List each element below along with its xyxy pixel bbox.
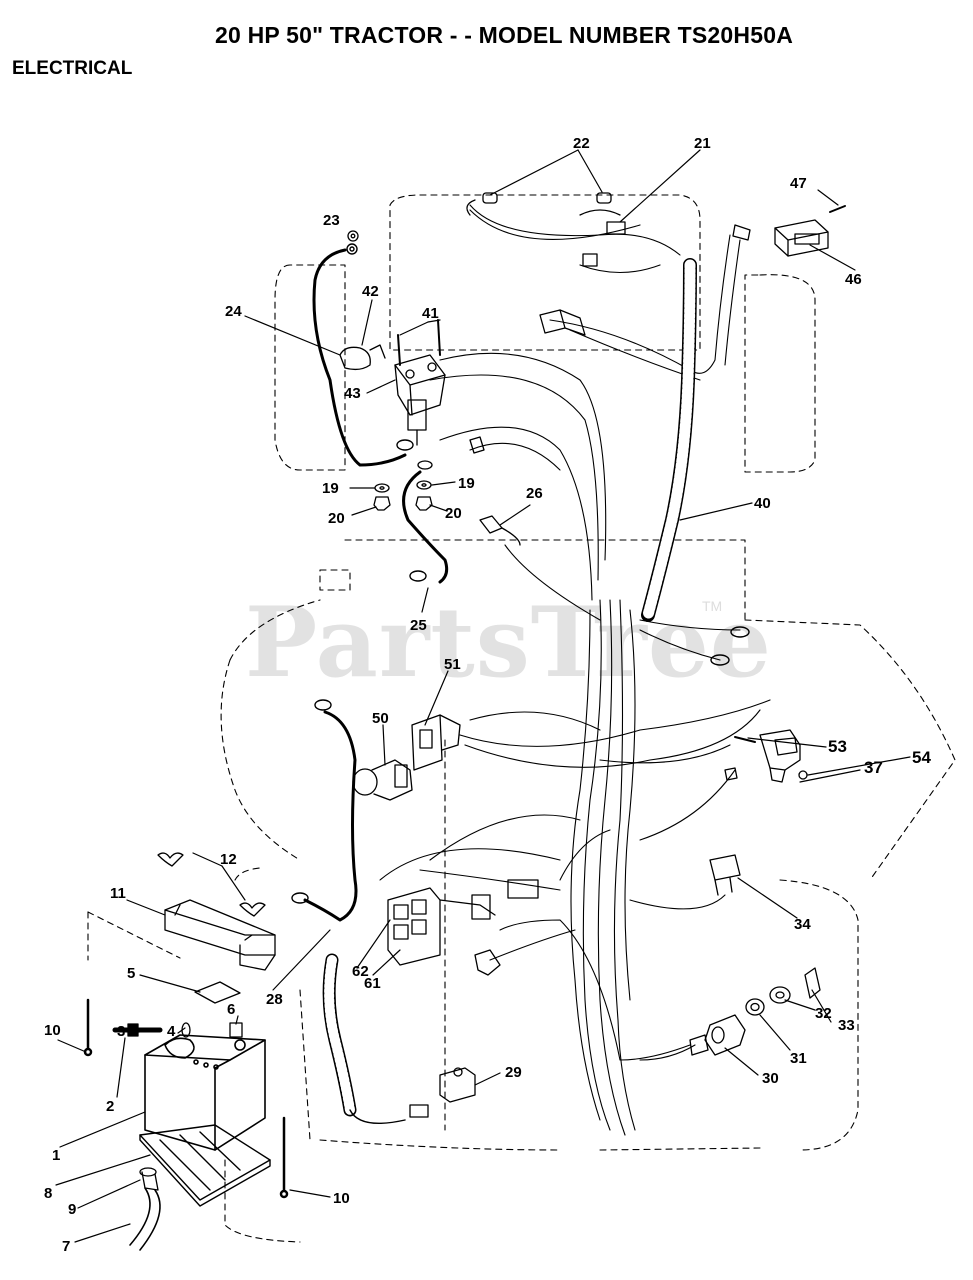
- callout-51: 51: [444, 656, 461, 673]
- callout-42: 42: [362, 283, 379, 300]
- callout-22: 22: [573, 135, 590, 152]
- callout-2: 2: [106, 1098, 114, 1115]
- ignition-switch: [339, 319, 446, 446]
- callout-26: 26: [526, 485, 543, 502]
- callout-1: 1: [52, 1147, 60, 1164]
- wire-harness: [379, 204, 771, 1136]
- wing-nuts-12: [157, 852, 266, 917]
- callout-7: 7: [62, 1238, 70, 1255]
- callout-4: 4: [167, 1023, 176, 1040]
- battery-cable: [303, 710, 358, 922]
- page-title: 20 HP 50" TRACTOR - - MODEL NUMBER TS20H…: [215, 22, 794, 48]
- callout-10-right: 10: [333, 1190, 350, 1207]
- conduit-loom: [641, 258, 697, 622]
- washers-nuts: [373, 460, 433, 511]
- callout-40: 40: [754, 495, 771, 512]
- callout-61: 61: [364, 975, 381, 992]
- battery-tray-8: [139, 1124, 271, 1207]
- callout-21: 21: [694, 135, 711, 152]
- harness-connectors: [469, 224, 751, 781]
- bolt-10b: [279, 1116, 289, 1199]
- callout-33: 33: [838, 1017, 855, 1034]
- callout-29: 29: [505, 1064, 522, 1081]
- cover-5: [194, 981, 241, 1004]
- battery-hold-down-11: [164, 899, 276, 971]
- battery-cable-25: [402, 470, 449, 584]
- drain-tube: [129, 1167, 161, 1251]
- battery-1: [144, 1034, 266, 1151]
- callout-10-left: 10: [44, 1022, 61, 1039]
- callout-41: 41: [422, 305, 439, 322]
- callout-3: 3: [117, 1023, 125, 1040]
- callout-20-left: 20: [328, 510, 345, 527]
- callout-11: 11: [110, 885, 126, 902]
- callout-31: 31: [790, 1050, 807, 1067]
- callout-62: 62: [352, 963, 369, 980]
- callout-34: 34: [794, 916, 811, 933]
- callout-6: 6: [227, 1001, 235, 1018]
- callout-8: 8: [44, 1185, 52, 1202]
- nut-23: [347, 230, 359, 242]
- callout-50: 50: [372, 710, 389, 727]
- callout-labels: 22 21 47 46 23 42 41 24 43 19 19 20 20 2…: [44, 135, 931, 1255]
- bolt-10a: [83, 998, 93, 1057]
- callout-28: 28: [266, 991, 283, 1008]
- relay-51: [411, 714, 461, 771]
- callout-37: 37: [864, 758, 883, 777]
- pto-switch-50: [352, 759, 413, 801]
- connector-29: [409, 1067, 476, 1118]
- safety-switch-37: [734, 729, 808, 783]
- callout-53: 53: [828, 737, 847, 756]
- callout-43: 43: [344, 385, 361, 402]
- callout-46: 46: [845, 271, 862, 288]
- callout-5: 5: [127, 965, 135, 982]
- leader-lines: [55, 149, 911, 1243]
- callout-24: 24: [225, 303, 242, 320]
- callout-19-right: 19: [458, 475, 475, 492]
- switch-block-61: [387, 879, 539, 976]
- switch-34: [709, 854, 741, 896]
- terminal-rings: [291, 243, 750, 904]
- callout-19-left: 19: [322, 480, 339, 497]
- battery-cable-24: [312, 248, 407, 467]
- callout-47: 47: [790, 175, 807, 192]
- battery-hardware: [112, 1022, 243, 1038]
- callout-23: 23: [323, 212, 340, 229]
- watermark: PartsTree: [245, 586, 772, 699]
- watermark-tm: TM: [702, 598, 723, 614]
- connector-26: [479, 515, 521, 546]
- callout-20-right: 20: [445, 505, 462, 522]
- callout-9: 9: [68, 1201, 76, 1218]
- callout-54: 54: [912, 748, 931, 767]
- callout-32: 32: [815, 1005, 832, 1022]
- hour-meter: [774, 205, 846, 257]
- sender-hardware: [689, 967, 821, 1056]
- callout-30: 30: [762, 1070, 779, 1087]
- callout-25: 25: [410, 617, 427, 634]
- callout-12: 12: [220, 851, 237, 868]
- frame-outline: [87, 194, 956, 1243]
- section-title: ELECTRICAL: [12, 58, 133, 79]
- headlight-bulbs: [466, 192, 626, 267]
- conduit-28: [322, 953, 406, 1125]
